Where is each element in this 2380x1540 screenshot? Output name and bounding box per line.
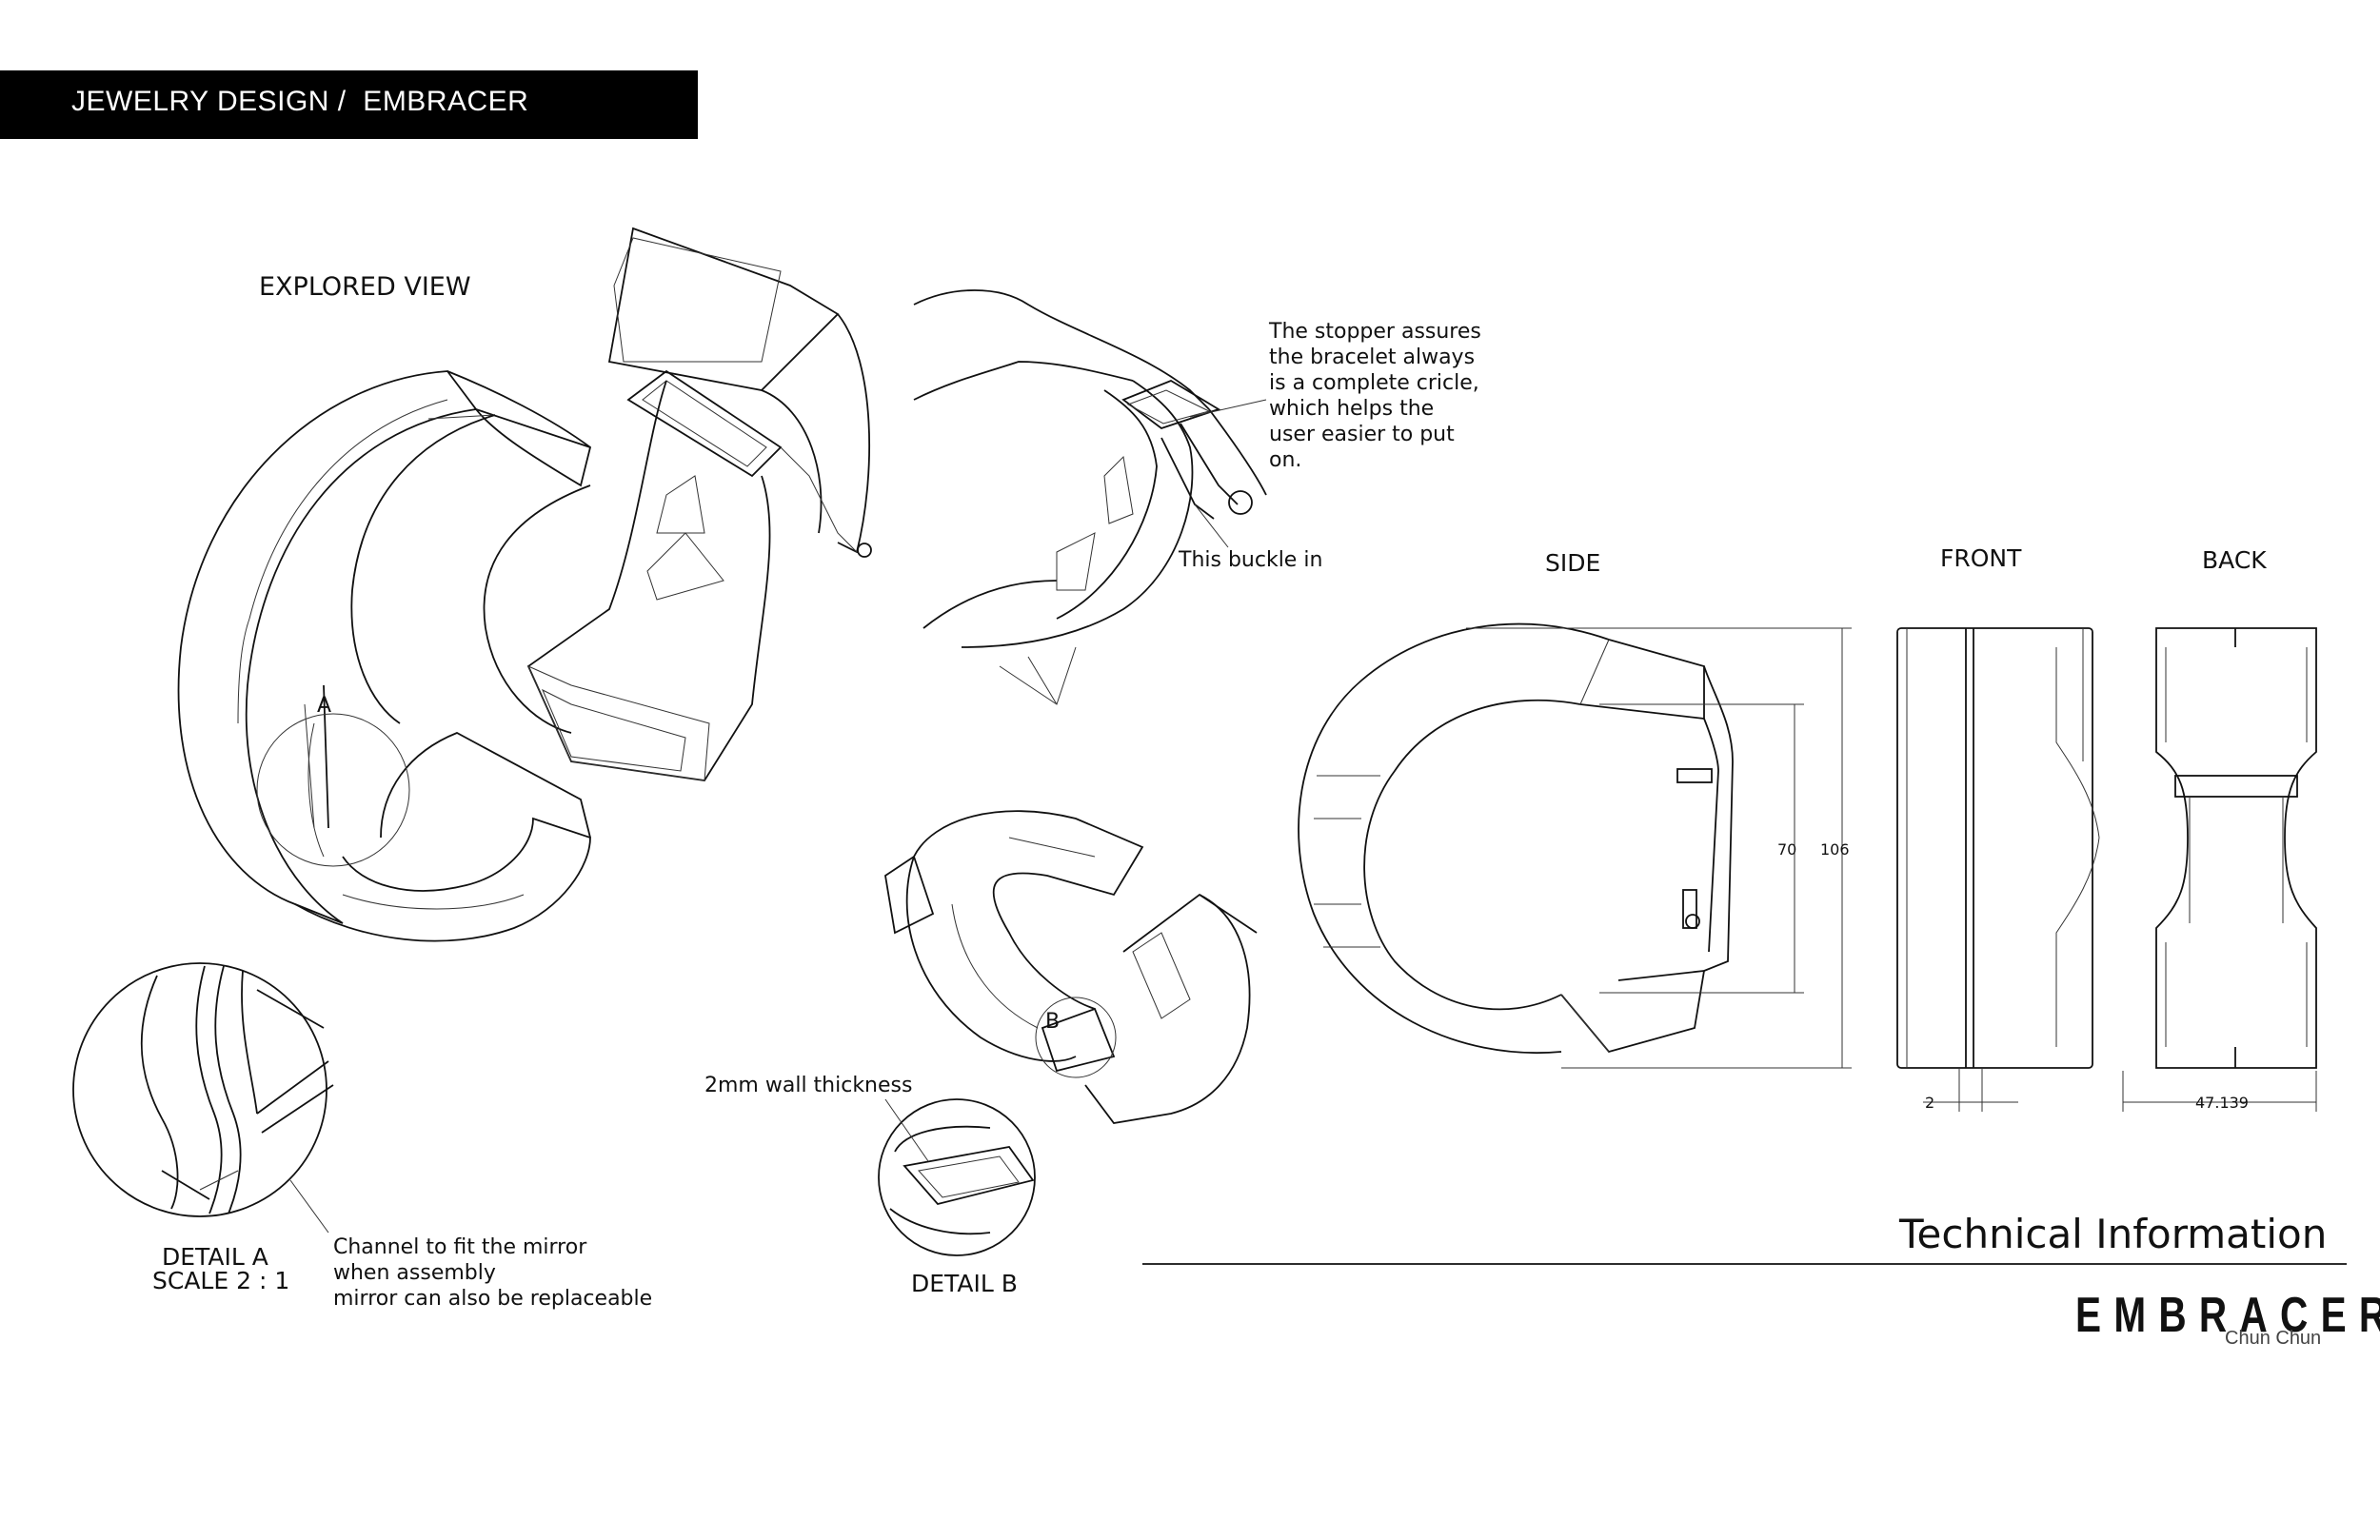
stopper-note: The stopper assures the bracelet always … bbox=[1269, 320, 1481, 472]
dim-inner-diameter: 70 bbox=[1777, 840, 1797, 859]
detail-b-label: DETAIL B bbox=[911, 1270, 1018, 1297]
exploded-clasp bbox=[526, 227, 872, 781]
technical-information-title: Technical Information bbox=[1899, 1211, 2328, 1257]
header-bar bbox=[0, 70, 698, 139]
detail-a-marker-circle bbox=[256, 713, 410, 867]
author-name: Chun Chun bbox=[2225, 1328, 2322, 1349]
detail-b-marker-label: B bbox=[1045, 1010, 1061, 1034]
back-view-drawing bbox=[2122, 627, 2317, 1112]
back-label: BACK bbox=[2202, 546, 2267, 574]
detail-a-marker-label: A bbox=[317, 694, 332, 718]
wall-thickness-note: 2mm wall thickness bbox=[704, 1074, 913, 1097]
brand-name: EMBRACER bbox=[2075, 1288, 2380, 1343]
dim-front-width: 2 bbox=[1925, 1094, 1935, 1112]
dim-back-width: 47.139 bbox=[2195, 1094, 2249, 1112]
detail-a-drawing bbox=[72, 962, 334, 1217]
buckle-closeup bbox=[913, 289, 1267, 705]
detail-a-scale: SCALE 2 : 1 bbox=[152, 1267, 290, 1294]
exploded-ring-large bbox=[177, 370, 592, 942]
side-view-drawing bbox=[1298, 622, 1852, 1069]
side-label: SIDE bbox=[1545, 549, 1601, 577]
detail-b-drawing bbox=[878, 1098, 1036, 1256]
dim-outer-diameter: 106 bbox=[1820, 840, 1850, 859]
header-title: JEWELRY DESIGN / EMBRACER bbox=[71, 86, 529, 117]
front-label: FRONT bbox=[1940, 544, 2022, 572]
front-view-drawing bbox=[1896, 627, 2100, 1112]
buckle-note: This buckle in bbox=[1179, 548, 1323, 572]
channel-note: Channel to fit the mirror when assembly … bbox=[333, 1235, 653, 1311]
detail-a-label: DETAIL A bbox=[162, 1243, 268, 1271]
explored-view-label: EXPLORED VIEW bbox=[259, 272, 471, 302]
assembled-bracelet bbox=[884, 810, 1258, 1124]
channel-leader bbox=[289, 1179, 329, 1234]
wall-leader bbox=[884, 1098, 929, 1162]
